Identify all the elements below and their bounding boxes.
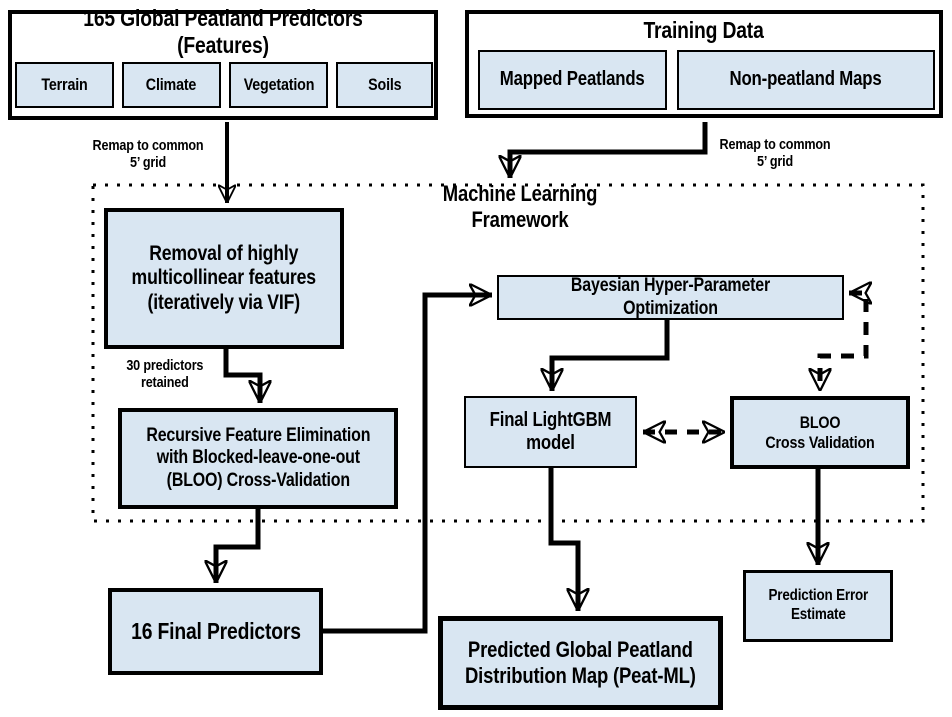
training-panel-title: Training Data xyxy=(643,16,765,43)
arrow-rfe-to-final16 xyxy=(216,509,261,583)
ml-framework-title: Machine Learning Framework xyxy=(442,181,598,232)
node-bloo-cross-validation: BLOO Cross Validation xyxy=(730,396,910,469)
arrow-training-to-framework xyxy=(510,122,708,178)
arrow-final16-to-bayesian xyxy=(323,295,492,634)
remap-label-right: Remap to common 5’ grid xyxy=(719,135,831,170)
ml-framework-border xyxy=(91,183,925,523)
node-predicted-map: Predicted Global Peatland Distribution M… xyxy=(438,616,723,710)
node-final-lightgbm: Final LightGBM model xyxy=(464,396,637,468)
predictors-retained-label: 30 predictors retained xyxy=(126,356,204,391)
chip-soils: Soils xyxy=(336,62,433,108)
chip-climate: Climate xyxy=(122,62,221,108)
chip-mapped-peatlands: Mapped Peatlands xyxy=(478,50,667,110)
chip-vegetation: Vegetation xyxy=(229,62,328,108)
node-prediction-error: Prediction Error Estimate xyxy=(743,570,893,642)
arrow-bayesian-to-lightgbm xyxy=(552,320,670,391)
remap-label-left: Remap to common 5’ grid xyxy=(92,136,204,171)
node-bayesian-optimization: Bayesian Hyper-Parameter Optimization xyxy=(497,275,844,320)
dashed-loop-bayesian-bloo xyxy=(820,293,866,391)
node-rfe: Recursive Feature Elimination with Block… xyxy=(118,408,398,509)
node-final-predictors: 16 Final Predictors xyxy=(108,588,323,675)
arrow-vif-to-rfe xyxy=(223,349,260,403)
arrow-lightgbm-to-predicted xyxy=(548,468,578,611)
chip-terrain: Terrain xyxy=(15,62,114,108)
chip-nonpeatland-maps: Non-peatland Maps xyxy=(677,50,935,110)
node-vif-removal: Removal of highly multicollinear feature… xyxy=(104,208,344,349)
predictors-panel-title: 165 Global Peatland Predictors (Features… xyxy=(83,5,363,58)
